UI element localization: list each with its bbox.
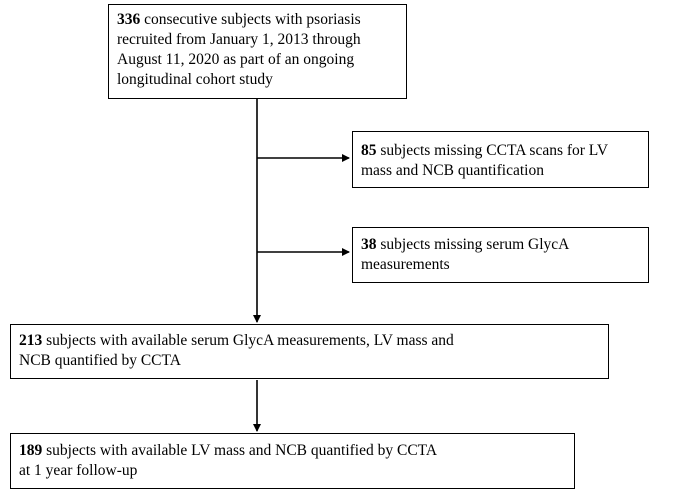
exclusion-glyca-text: subjects missing serum GlycA measurement…: [361, 236, 569, 273]
exclusion-glyca-box: 38 subjects missing serum GlycA measurem…: [352, 227, 649, 283]
followup-cohort-text: subjects with available LV mass and NCB …: [19, 442, 437, 479]
followup-cohort-count: 189: [19, 442, 43, 459]
initial-cohort-count: 336: [117, 11, 141, 28]
exclusion-ccta-box: 85 subjects missing CCTA scans for LV ma…: [352, 131, 649, 188]
exclusion-glyca-count: 38: [361, 236, 377, 253]
analysis-cohort-text: subjects with available serum GlycA meas…: [19, 332, 454, 369]
exclusion-ccta-count: 85: [361, 142, 377, 159]
analysis-cohort-box: 213 subjects with available serum GlycA …: [10, 324, 609, 379]
analysis-cohort-count: 213: [19, 332, 43, 349]
exclusion-ccta-text: subjects missing CCTA scans for LV mass …: [361, 142, 608, 179]
initial-cohort-box: 336 consecutive subjects with psoriasis …: [108, 4, 407, 99]
initial-cohort-text: consecutive subjects with psoriasis recr…: [117, 11, 361, 88]
followup-cohort-box: 189 subjects with available LV mass and …: [10, 433, 575, 489]
